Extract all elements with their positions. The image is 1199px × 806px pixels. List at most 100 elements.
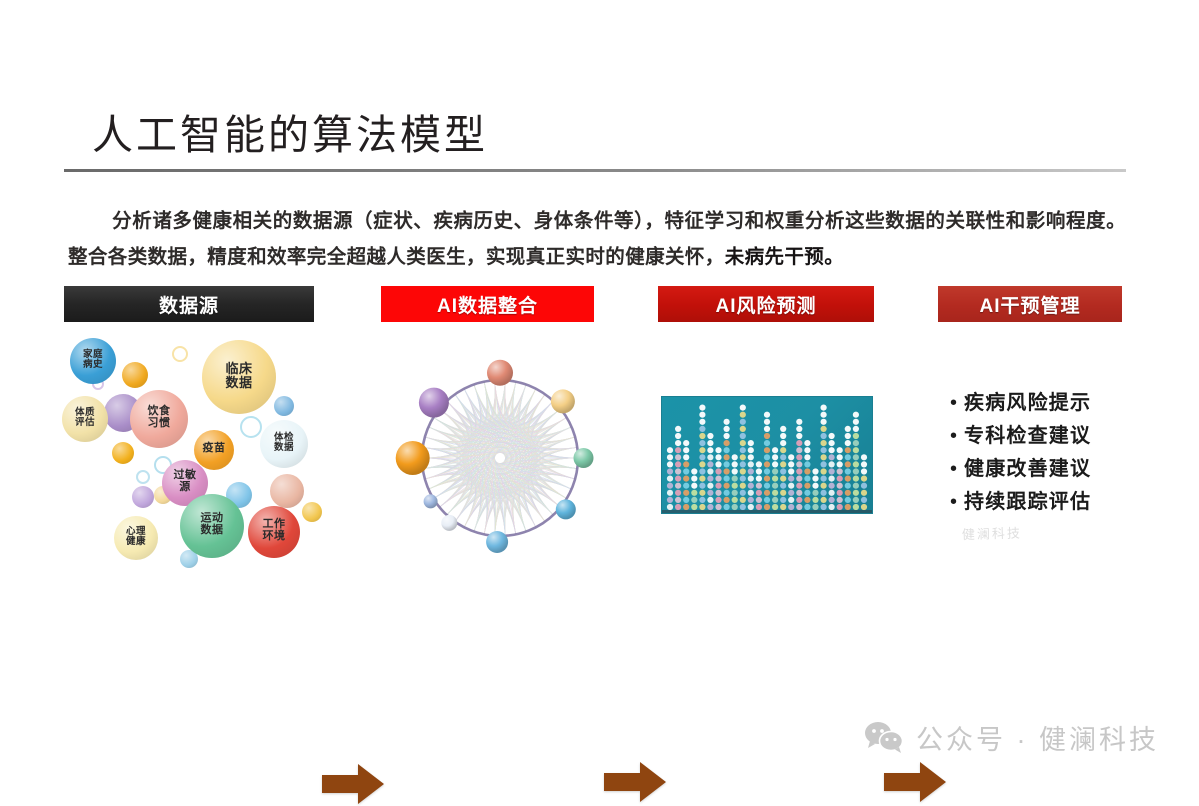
network-node (418, 387, 449, 418)
matrix-dot (739, 468, 746, 475)
matrix-dot (804, 503, 811, 511)
data-source-bubble[interactable]: 体质评估 (62, 396, 108, 442)
data-source-bubble[interactable]: 运动数据 (180, 494, 244, 558)
matrix-dot (715, 503, 722, 511)
matrix-dot (739, 418, 746, 425)
data-source-bubble[interactable]: 家庭病史 (70, 338, 116, 384)
matrix-dot (812, 482, 819, 489)
data-source-bubble[interactable]: 心理健康 (114, 516, 158, 560)
matrix-dot (852, 496, 859, 503)
matrix-dot (780, 432, 787, 440)
flow-arrow-2 (604, 762, 666, 802)
footer-label: 公众号 · 健澜科技 (916, 725, 1159, 755)
matrix-dot (675, 440, 682, 447)
data-source-bubble[interactable]: 饮食习惯 (130, 390, 188, 448)
data-source-bubble[interactable]: 临床数据 (202, 340, 276, 414)
matrix-dot (820, 425, 827, 432)
matrix-dot (691, 489, 698, 496)
stage-box-ai-integration[interactable]: AI数据整合 (381, 286, 594, 322)
matrix-dot (772, 496, 779, 503)
stage-box-ai-intervention[interactable]: AI干预管理 (938, 286, 1122, 322)
decorative-bubble (136, 470, 150, 484)
matrix-dot (747, 454, 754, 461)
matrix-dot (796, 454, 803, 461)
matrix-dot (772, 475, 779, 482)
matrix-dot (707, 496, 714, 503)
matrix-dot (666, 503, 674, 511)
matrix-dot (755, 482, 762, 489)
matrix-dot (699, 475, 706, 482)
stage-box-data-source[interactable]: 数据源 (64, 286, 314, 322)
network-graph-svg (395, 359, 594, 553)
matrix-dot (780, 454, 787, 461)
matrix-dot (699, 411, 706, 418)
matrix-dot (731, 489, 738, 496)
network-node (423, 494, 438, 509)
outcome-label: 专科检查建议 (964, 425, 1092, 447)
matrix-dot (796, 447, 803, 454)
matrix-dot (739, 404, 746, 411)
matrix-dot (852, 454, 859, 461)
matrix-dot (739, 425, 746, 432)
matrix-dot (739, 447, 746, 454)
decorative-bubble (180, 550, 198, 568)
matrix-dot (763, 425, 771, 432)
data-source-bubble-cloud: 家庭病史 临床数据体质评估 饮食习惯疫苗体检数据过敏源运动数据工作环境 心理健康 (62, 334, 322, 582)
stage-box-ai-risk-prediction[interactable]: AI风险预测 (658, 286, 874, 322)
matrix-dot (804, 468, 811, 475)
matrix-dot (804, 496, 811, 503)
matrix-dot (860, 461, 868, 468)
matrix-dot (675, 447, 682, 454)
bubble-label: 过敏源 (173, 469, 197, 493)
matrix-dot (860, 503, 868, 511)
matrix-dot (788, 489, 795, 496)
matrix-dot (747, 440, 754, 447)
matrix-dot (707, 475, 714, 482)
matrix-dot (828, 447, 835, 454)
matrix-dot (723, 475, 730, 482)
matrix-dot (739, 475, 746, 482)
matrix-dot (675, 496, 682, 503)
matrix-dot (804, 475, 811, 482)
matrix-dot (828, 461, 835, 468)
matrix-dot (723, 425, 730, 432)
matrix-dot (763, 461, 771, 468)
matrix-dot (828, 482, 835, 489)
matrix-dot (707, 440, 714, 447)
matrix-dot (820, 503, 827, 511)
matrix-dot (860, 489, 868, 496)
matrix-dot (780, 475, 787, 482)
matrix-dot (763, 475, 771, 482)
matrix-dot (691, 475, 698, 482)
matrix-dot (763, 418, 771, 425)
matrix-dot (683, 468, 690, 475)
matrix-dot (772, 489, 779, 496)
matrix-dot (707, 432, 714, 440)
matrix-dot (820, 432, 827, 440)
network-node (441, 514, 458, 531)
matrix-dot (699, 418, 706, 425)
data-source-bubble[interactable]: 工作环境 (248, 506, 300, 558)
data-source-bubble[interactable]: 体检数据 (260, 420, 308, 468)
matrix-dot (755, 496, 762, 503)
matrix-dot (828, 475, 835, 482)
bubble-label: 饮食习惯 (147, 405, 171, 429)
matrix-dot (731, 454, 738, 461)
matrix-dot (763, 496, 771, 503)
matrix-dot (860, 482, 868, 489)
matrix-dot (828, 432, 835, 440)
decorative-bubble (122, 362, 148, 388)
bubble-label: 工作环境 (262, 518, 286, 542)
matrix-dot (844, 440, 851, 447)
matrix-dot (731, 496, 738, 503)
title-block: 人工智能的算法模型 (64, 112, 1126, 173)
matrix-dot (691, 468, 698, 475)
matrix-dot (707, 454, 714, 461)
matrix-dot (780, 447, 787, 454)
matrix-dot (699, 440, 706, 447)
data-source-bubble[interactable]: 疫苗 (194, 430, 234, 470)
matrix-dot (828, 468, 835, 475)
matrix-dot (763, 468, 771, 475)
matrix-dot (666, 461, 674, 468)
matrix-dot (836, 496, 843, 503)
